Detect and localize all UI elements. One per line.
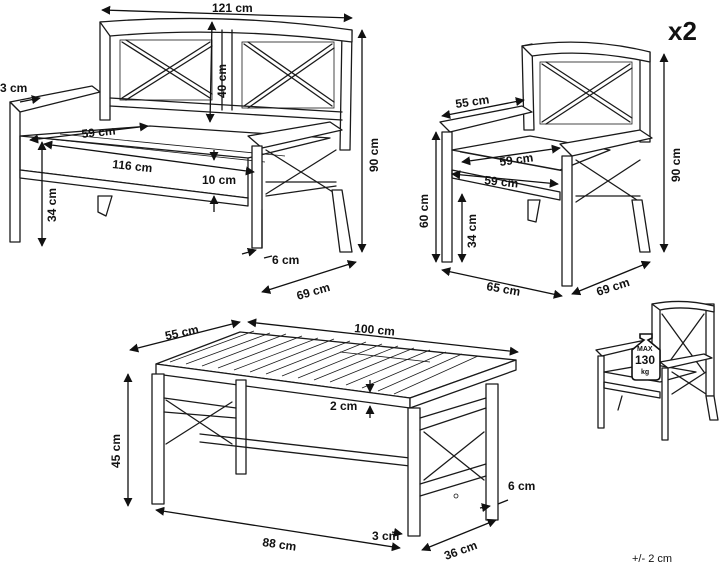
chair-seat-height-label: 34 cm [465,214,479,248]
badge-max-label: MAX [637,346,653,353]
bench-seat-width-label: 116 cm [112,157,153,175]
table-top-thickness-label: 2 cm [330,399,357,413]
table-leg-label: 6 cm [508,479,535,493]
weight-badge: MAX 130 kg [631,333,661,381]
chair-total-height-label: 90 cm [669,148,683,182]
bench-arm-offset-label: 3 cm [0,81,27,95]
armchair-dimensions [431,53,669,299]
badge-unit-label: kg [641,369,649,376]
table-frame-length-label: 88 cm [262,535,298,554]
chair-seat-depth-label: 59 cm [498,150,534,169]
table-depth-label: 55 cm [164,322,200,343]
bench-back-height-label: 40 cm [215,64,229,98]
chair-seat-width-label: 59 cm [484,173,519,190]
armchair-drawing [439,41,653,287]
bench-leg-label: 6 cm [272,253,299,267]
bench-depth-label: 69 cm [295,280,332,303]
table-drawing [151,330,517,537]
tolerance-note: +/- 2 cm [632,553,672,564]
bench-dimensions [19,5,367,294]
armchair-labels: 55 cm 59 cm 59 cm 60 cm 34 cm 90 cm 65 c… [417,92,683,298]
bench-seat-height-label: 34 cm [45,188,59,222]
bench-total-height-label: 90 cm [367,138,381,172]
bench-seat-gap-label: 10 cm [202,173,236,187]
chair-arm-height-label: 60 cm [417,194,431,228]
table-length-label: 100 cm [354,321,396,338]
table-dimensions [123,318,519,552]
table-leg-inset-label: 3 cm [372,529,399,543]
table-height-label: 45 cm [109,434,123,468]
chair-back-width-label: 55 cm [454,92,490,111]
badge-value-label: 130 [635,353,655,367]
bench-drawing [9,17,353,253]
table-frame-depth-label: 36 cm [442,538,479,563]
chair-width-label: 65 cm [485,279,521,299]
chair-depth-label: 69 cm [595,275,632,299]
bench-seat-depth-label: 59 cm [81,124,116,141]
quantity-label: x2 [668,16,697,46]
bench-width-label: 121 cm [212,1,253,15]
